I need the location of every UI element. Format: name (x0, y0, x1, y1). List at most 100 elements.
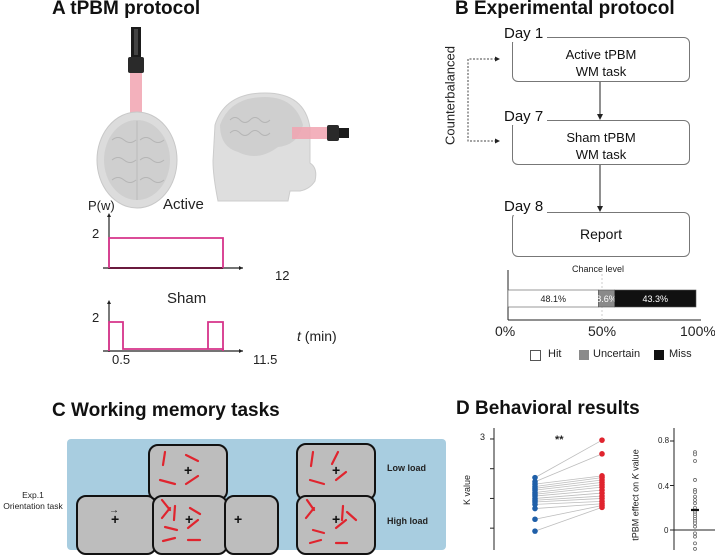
k-value-ylabel: K value (462, 474, 473, 506)
active-waveform-plot (103, 213, 243, 270)
active-point (599, 504, 605, 511)
flow-arrows (597, 82, 603, 212)
fixation-cross: + (332, 462, 341, 478)
orientation-bar (188, 506, 202, 516)
orientation-bar (161, 450, 167, 467)
report-xtick-0: 0% (495, 323, 516, 339)
orientation-bar (158, 478, 177, 486)
paired-line (534, 486, 603, 495)
bar-label-uncertain: 8.6% (596, 294, 617, 304)
legend-uncertain-swatch (579, 350, 589, 360)
sham-pulse-end (207, 321, 224, 351)
active-label: Active (163, 196, 204, 213)
day7-label: Day 7 (504, 108, 548, 125)
effect-point (693, 501, 697, 506)
head-side-view-illustration (212, 92, 349, 202)
orientation-bar (163, 525, 179, 532)
significance-marker: ** (555, 434, 564, 446)
paired-line (534, 505, 603, 520)
bar-label-miss: 43.3% (643, 294, 669, 304)
effect-point (693, 541, 697, 546)
exp1-line2: Orientation task (3, 501, 63, 511)
orientation-bar (172, 504, 177, 522)
orientation-bar (184, 474, 200, 486)
sham-xtick-11-5: 11.5 (253, 352, 278, 367)
day7-line1: Sham tPBM (566, 130, 636, 145)
day8-box: Report (512, 212, 690, 257)
sham-xlabel: t (min) (297, 328, 337, 344)
active-point (599, 451, 605, 457)
effect-point (693, 524, 697, 529)
sham-label: Sham (167, 290, 207, 307)
bar-label-hit: 48.1% (540, 294, 566, 304)
report-xtick-100: 100% (680, 323, 715, 339)
effect-ytick-0-4: 0.4 (658, 482, 670, 491)
paired-line (534, 503, 603, 509)
day1-line2: WM task (575, 64, 627, 79)
day1-label: Day 1 (504, 25, 548, 42)
fixation-cross: + (234, 511, 243, 527)
paired-line (534, 501, 603, 505)
effect-ylabel: tPBM effect on K value (630, 449, 641, 541)
active-xtick-12: 12 (275, 268, 290, 283)
orientation-bar (345, 510, 358, 522)
low-load-label: Low load (387, 463, 426, 473)
active-pulse (108, 237, 224, 268)
paired-line (534, 439, 603, 478)
sham-xlabel-t: t (297, 328, 301, 344)
active-ylabel: P(w) (88, 198, 115, 213)
effect-ytick-0-8: 0.8 (658, 436, 670, 445)
paired-line (534, 489, 603, 497)
exp1-line1: Exp.1 (22, 490, 44, 500)
day8-line1: Report (579, 226, 623, 242)
counterbalanced-bracket (467, 56, 500, 144)
chance-level-label: Chance level (572, 264, 625, 274)
paired-line (534, 477, 603, 487)
orientation-bar (186, 518, 200, 530)
paired-line (534, 498, 603, 503)
tpbm-effect-plot (670, 428, 715, 551)
orientation-bar (304, 506, 316, 520)
fixation-cross: + (185, 511, 194, 527)
delay-screen: + (224, 495, 279, 555)
sham-point (532, 474, 538, 481)
orientation-bar (334, 518, 348, 530)
panel-d-title: D Behavioral results (456, 398, 640, 419)
report-xtick-50: 50% (588, 323, 617, 339)
paired-line (534, 495, 603, 501)
paired-k-value-plot (490, 428, 605, 550)
legend-uncertain-label: Uncertain (593, 348, 641, 360)
active-point (599, 437, 605, 443)
effect-point (693, 531, 697, 536)
orientation-bar (340, 504, 345, 522)
paired-line (534, 475, 603, 485)
orientation-bar (184, 453, 200, 463)
orientation-bar (160, 506, 172, 520)
effect-point (693, 534, 697, 539)
fixation-cross: + (184, 462, 193, 478)
cue-arrow-icon: → (109, 505, 119, 516)
sham-point (532, 516, 538, 523)
paired-line (534, 479, 603, 489)
effect-point (693, 452, 697, 457)
effect-point (693, 498, 697, 502)
legend-miss-swatch (654, 350, 664, 360)
panel-c-title: C Working memory tasks (52, 400, 280, 421)
panel-b-title: B Experimental protocol (455, 0, 675, 19)
day1-line1: Active tPBM (565, 47, 637, 62)
sham-xlabel-unit: (min) (300, 328, 337, 344)
effect-point (693, 490, 697, 495)
sham-waveform-plot (103, 300, 243, 353)
effect-point (693, 494, 697, 499)
effect-point (693, 478, 697, 482)
sham-ytick-2: 2 (92, 310, 100, 325)
orientation-bar (308, 478, 326, 486)
exp1-label: Exp.1 Orientation task (0, 490, 66, 512)
day7-box: Sham tPBM WM task (512, 120, 690, 165)
orientation-bar (311, 528, 326, 535)
day1-box: Active tPBM WM task (512, 37, 690, 82)
paired-line (534, 481, 603, 491)
paired-line (534, 453, 603, 483)
fixation-cue: → + (109, 505, 120, 527)
